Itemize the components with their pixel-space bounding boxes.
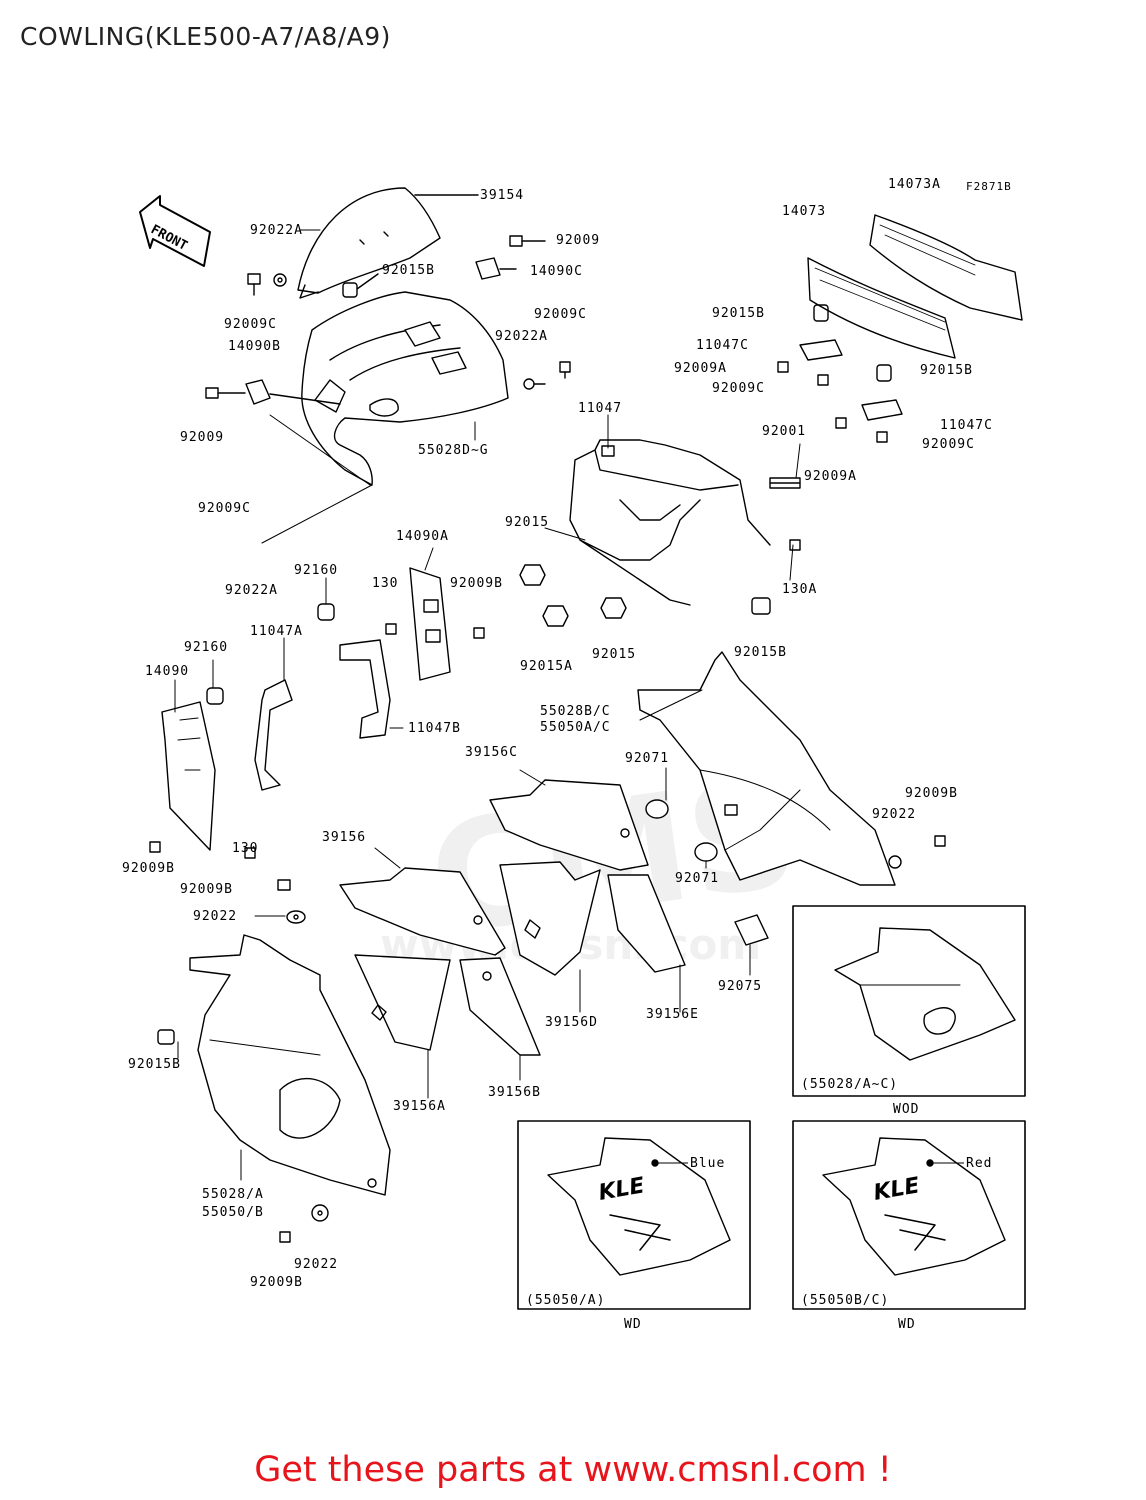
part-label: 92022: [193, 909, 238, 924]
part-label: 11047A: [250, 624, 303, 639]
part-label: 55050A/C: [540, 720, 611, 735]
part-label: 39156B: [488, 1085, 541, 1100]
part-label: 130A: [782, 582, 818, 597]
part-label: 92009B: [450, 576, 503, 591]
part-label: 55028/A: [202, 1187, 264, 1202]
part-label: 14090B: [228, 339, 281, 354]
part-label: 11047: [578, 401, 623, 416]
inset-caption: (55050B/C): [801, 1293, 890, 1308]
inset-caption: (55050/A): [526, 1293, 606, 1308]
part-label: 92015B: [128, 1057, 181, 1072]
part-label: 11047B: [408, 721, 461, 736]
part-label: 92071: [675, 871, 720, 886]
part-label: 92015: [505, 515, 550, 530]
part-label: 92015: [592, 647, 637, 662]
part-label: 14090C: [530, 264, 583, 279]
part-label: 92022A: [250, 223, 303, 238]
front-arrow-icon: FRONT: [139, 195, 211, 267]
part-label: 39154: [480, 188, 525, 203]
part-label: 92015B: [920, 363, 973, 378]
part-label: 92022: [294, 1257, 339, 1272]
part-label: 92071: [625, 751, 670, 766]
part-label: 92009: [556, 233, 601, 248]
part-label: 92160: [294, 563, 339, 578]
part-label: 14073A: [888, 177, 941, 192]
part-label: 92015B: [734, 645, 787, 660]
inset-caption: (55028/A~C): [801, 1077, 899, 1092]
inset-color-label: Blue: [690, 1156, 726, 1171]
part-label: 11047C: [940, 418, 993, 433]
footer-link[interactable]: Get these parts at www.cmsnl.com !: [254, 1450, 892, 1490]
part-label: 55028B/C: [540, 704, 611, 719]
part-label: 11047C: [696, 338, 749, 353]
part-label: 92009A: [674, 361, 727, 376]
inset-color-label: Red: [966, 1156, 993, 1171]
part-label: 39156C: [465, 745, 518, 760]
part-label: 14090: [145, 664, 190, 679]
part-label: 39156D: [545, 1015, 598, 1030]
part-label: 92075: [718, 979, 763, 994]
part-label: 92009C: [534, 307, 587, 322]
part-label: 55028D~G: [418, 443, 489, 458]
part-label: 92009: [180, 430, 225, 445]
part-label: 92015A: [520, 659, 573, 674]
inset-variant: WD: [898, 1317, 916, 1332]
part-label: 92022A: [225, 583, 278, 598]
part-label: 92009C: [712, 381, 765, 396]
inset-variant: WOD: [893, 1102, 920, 1117]
part-label: 92009A: [804, 469, 857, 484]
part-label: 92015B: [382, 263, 435, 278]
part-label: 39156A: [393, 1099, 446, 1114]
part-label: 92009C: [198, 501, 251, 516]
part-label: 92009C: [922, 437, 975, 452]
part-label: 92009B: [122, 861, 175, 876]
figure-code: F2871B: [966, 180, 1012, 193]
part-label: 92009B: [180, 882, 233, 897]
part-label: 55050/B: [202, 1205, 264, 1220]
part-label: 92022: [872, 807, 917, 822]
part-label: 130: [372, 576, 399, 591]
part-label: 14090A: [396, 529, 449, 544]
part-label: 92160: [184, 640, 229, 655]
part-label: 92022A: [495, 329, 548, 344]
part-label: 39156E: [646, 1007, 699, 1022]
page-title: COWLING(KLE500-A7/A8/A9): [20, 22, 391, 51]
inset-variant: WD: [624, 1317, 642, 1332]
part-label: 92001: [762, 424, 807, 439]
part-label: 92009B: [905, 786, 958, 801]
part-label: 92009C: [224, 317, 277, 332]
part-label: 14073: [782, 204, 827, 219]
part-label: 92015B: [712, 306, 765, 321]
part-label: 39156: [322, 830, 367, 845]
part-label: 92009B: [250, 1275, 303, 1290]
part-label: 130: [232, 841, 259, 856]
